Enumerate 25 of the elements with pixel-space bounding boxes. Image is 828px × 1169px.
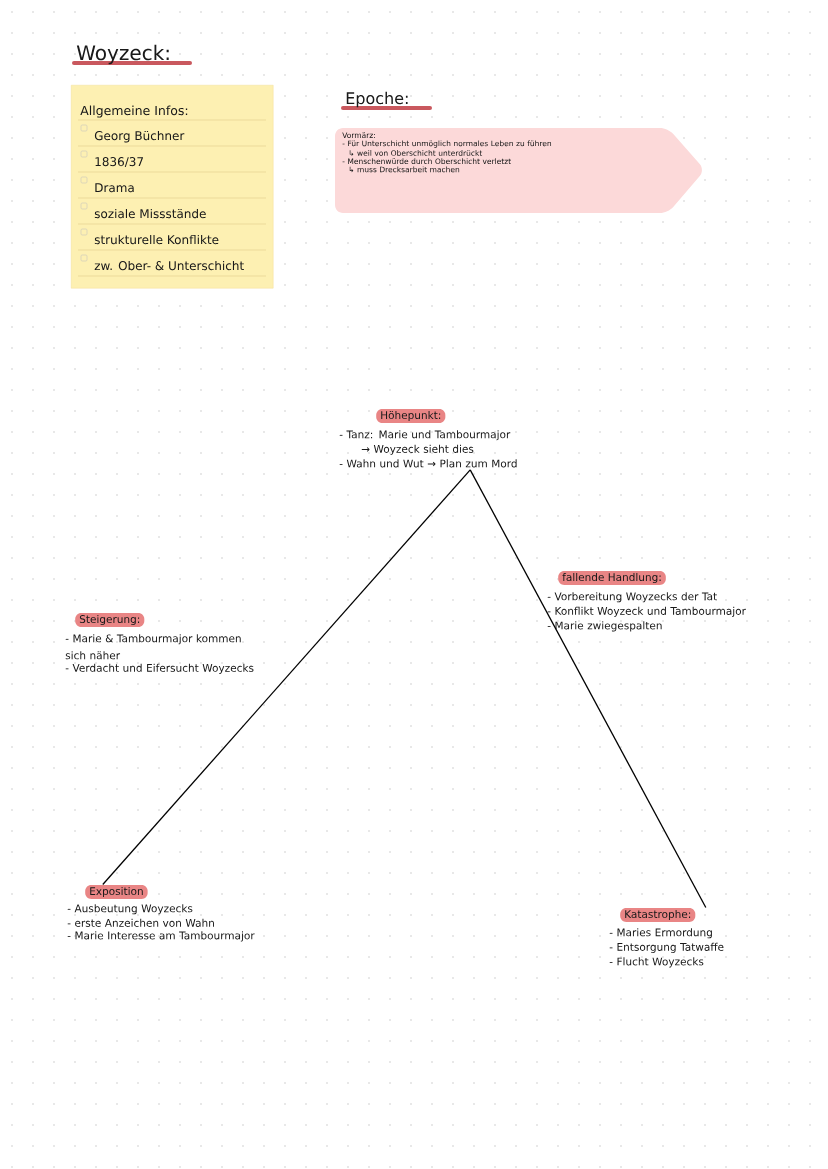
list-item: Georg Büchner bbox=[94, 130, 185, 143]
bullet-text: - Verdacht und Eifersucht Woyzecks bbox=[65, 663, 254, 674]
bullet-text: - erste Anzeichen von Wahn bbox=[67, 918, 214, 927]
title: Woyzeck: bbox=[72, 44, 192, 65]
bullet-text: - Tanz: Marie und Tambourmajor bbox=[339, 430, 511, 441]
pyramid-line bbox=[102, 469, 471, 886]
bullet-text: - Flucht Woyzecks bbox=[609, 957, 704, 968]
bullet-text: - Konflikt Woyzeck und Tambourmajor bbox=[547, 606, 746, 617]
bullet-text: - Marie Interesse am Tambourmajor bbox=[67, 931, 255, 942]
list-item: zw. Ober- & Unterschicht bbox=[94, 260, 244, 271]
bullet-text: - Entsorgung Tatwaffe bbox=[609, 942, 724, 953]
list-item: strukturelle Konflikte bbox=[94, 234, 219, 245]
bullet-text: - Wahn und Wut → Plan zum Mord bbox=[339, 459, 517, 468]
bullet-text: - Vorbereitung Woyzecks der Tat bbox=[547, 592, 717, 603]
bullet-text: - Maries Ermordung bbox=[609, 928, 712, 939]
heading: Epoche: bbox=[341, 91, 432, 110]
list-item: soziale Missstände bbox=[94, 208, 206, 219]
list-item: Drama bbox=[95, 183, 134, 193]
list-item: 1836/37 bbox=[95, 157, 143, 168]
bullet-text: - Marie & Tambourmajor kommen sich näher bbox=[65, 634, 241, 660]
pyramid-line bbox=[469, 469, 707, 909]
bullet-text: - Marie zwiegespalten bbox=[547, 621, 662, 632]
card-heading: Allgemeine Infos: bbox=[80, 105, 188, 118]
bullet-text: → Woyzeck sieht dies bbox=[361, 444, 474, 455]
bullet-text: - Ausbeutung Woyzecks bbox=[67, 904, 193, 915]
